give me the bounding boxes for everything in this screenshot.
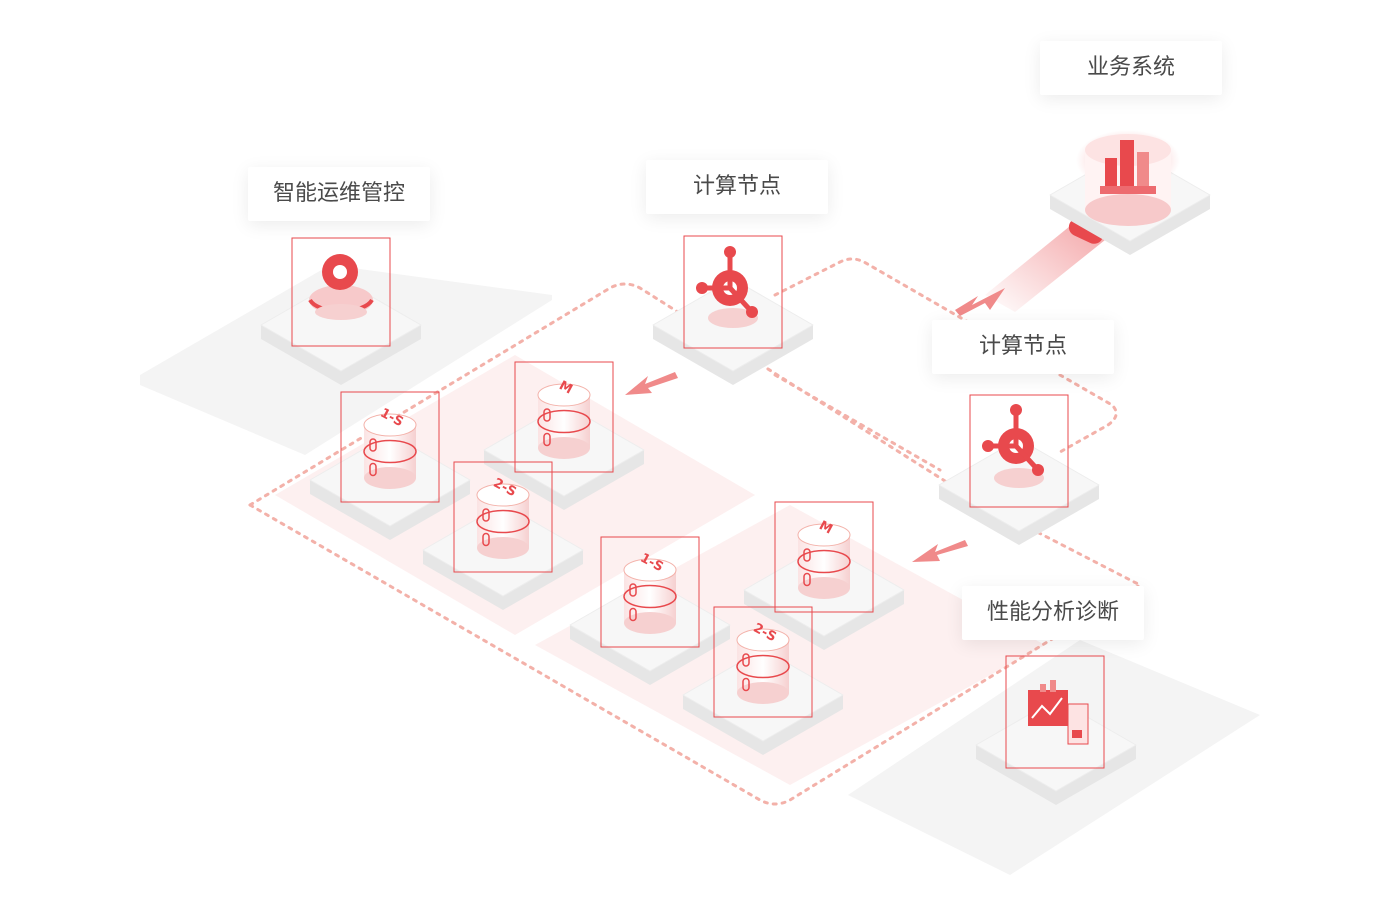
database-icon: 2-S — [453, 461, 553, 573]
request-beam — [985, 222, 1105, 312]
compute-node-2-label: 计算节点 — [932, 320, 1114, 374]
perf-diagnosis-label: 性能分析诊断 — [962, 586, 1144, 640]
report-chart-icon — [1005, 655, 1105, 769]
database-icon: 1-S — [340, 391, 440, 503]
db-role-tag: M — [556, 378, 574, 397]
node-hub-icon — [969, 394, 1069, 508]
database-icon: M — [514, 361, 614, 473]
gear-sync-icon — [291, 237, 391, 347]
cluster-boundary-2b — [773, 373, 942, 472]
ops-control-label: 智能运维管控 — [248, 167, 430, 221]
database-icon: M — [774, 501, 874, 613]
bar-chart-cylinder-icon — [1076, 130, 1180, 226]
business-system-label: 业务系统 — [1040, 41, 1222, 95]
node-hub-icon — [683, 235, 783, 349]
db-role-tag: M — [816, 518, 834, 537]
arrow-to-db-group-2 — [912, 540, 968, 562]
cluster-boundary-1 — [248, 282, 977, 507]
arrow-to-db-group-1 — [625, 372, 678, 395]
arrow-to-compute-2 — [955, 288, 1005, 316]
database-icon: 1-S — [600, 536, 700, 648]
compute-node-1-label: 计算节点 — [646, 160, 828, 214]
cluster-boundary-1b — [248, 498, 1144, 806]
